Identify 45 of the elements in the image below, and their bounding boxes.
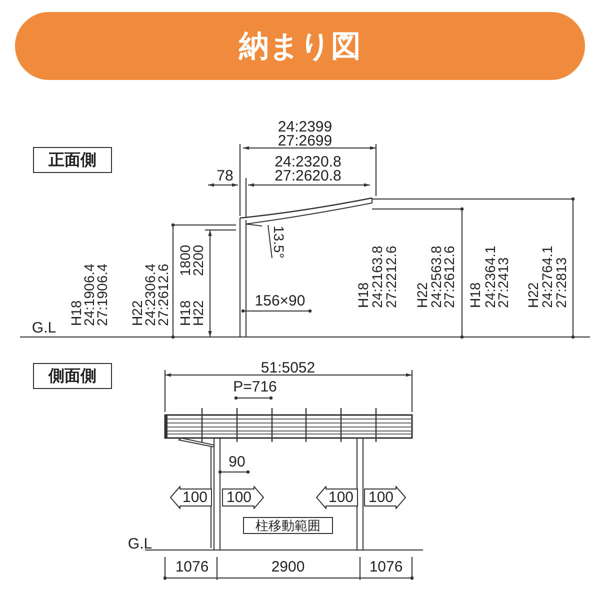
label-box: 正面側 bbox=[33, 147, 112, 173]
dimension-text: 27:1906.4 bbox=[95, 264, 109, 326]
dimension-text: 27:2699 bbox=[278, 134, 332, 148]
arrow-shape: 100 bbox=[170, 486, 212, 509]
dimension-text: 90 bbox=[228, 454, 246, 470]
dimension-text: 24:2764.1 bbox=[540, 246, 554, 308]
dimension-text: 78 bbox=[216, 168, 234, 184]
dimension-text: H18 bbox=[69, 300, 83, 326]
dimension-text: 24:2306.4 bbox=[143, 264, 157, 326]
dimension-text: 1076 bbox=[175, 560, 209, 574]
dimension-text: 156×90 bbox=[254, 294, 306, 308]
dimension-text: 24:2399 bbox=[278, 120, 332, 134]
dimension-text: G.L bbox=[128, 536, 152, 552]
title-banner: 納まり図 bbox=[15, 12, 585, 80]
dimension-text: H22 bbox=[191, 300, 205, 326]
dimension-text: P=716 bbox=[233, 380, 277, 394]
dimension-text: 24:2563.8 bbox=[429, 246, 443, 308]
dimension-text: 27:2620.8 bbox=[274, 168, 342, 184]
arrow-shape: 100 bbox=[316, 486, 358, 509]
dimension-text: 51:5052 bbox=[260, 360, 316, 376]
dimension-text: 2200 bbox=[191, 244, 205, 276]
dimension-text: 2900 bbox=[271, 560, 305, 574]
dimension-text: 24:2364.1 bbox=[483, 246, 497, 308]
dimension-text: 27:2413 bbox=[496, 257, 510, 308]
dimension-text: 24:1906.4 bbox=[82, 264, 96, 326]
dimension-text: 27:2212.6 bbox=[384, 246, 398, 308]
dimension-text: 27:2612.6 bbox=[156, 264, 170, 326]
dimension-text: 24:2163.8 bbox=[370, 246, 384, 308]
dimension-text: H18 bbox=[468, 282, 482, 308]
label-box: 側面側 bbox=[33, 363, 112, 389]
dimension-text: H22 bbox=[130, 300, 144, 326]
arrow-shape: 100 bbox=[364, 486, 406, 509]
dimension-text: H22 bbox=[526, 282, 540, 308]
dimension-text: 27:2813 bbox=[554, 257, 568, 308]
dimension-text: H18 bbox=[178, 300, 192, 326]
dimension-text: G.L bbox=[32, 320, 56, 336]
arrow-shape: 100 bbox=[222, 486, 264, 509]
label-box: 柱移動範囲 bbox=[243, 517, 333, 534]
dimension-text: H22 bbox=[415, 282, 429, 308]
dimension-text: 1800 bbox=[178, 244, 192, 276]
dimension-text: H18 bbox=[356, 282, 370, 308]
dimension-text: 13.5° bbox=[272, 226, 286, 258]
dimension-text: 24:2320.8 bbox=[274, 154, 342, 170]
dimension-text: 1076 bbox=[369, 560, 403, 574]
dimension-text: 27:2612.6 bbox=[442, 246, 456, 308]
